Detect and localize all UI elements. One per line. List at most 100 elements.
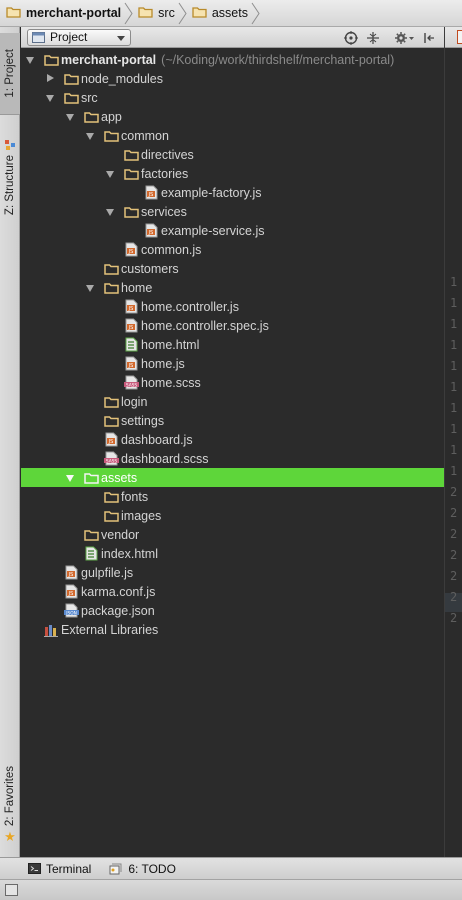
tree-item-label: example-service.js <box>161 223 265 238</box>
expanded-arrow-icon[interactable] <box>65 468 75 487</box>
js-file-icon: JS <box>63 565 79 581</box>
js-file-icon: JS <box>103 432 119 448</box>
tree-item-label: External Libraries <box>61 622 159 637</box>
folder-icon <box>63 71 79 87</box>
tree-item-label: home <box>121 280 153 295</box>
tree-row-example-service-js[interactable]: JS example-service.js <box>21 221 444 240</box>
tree-row-fonts[interactable]: fonts <box>21 487 444 506</box>
line-number: 1 <box>450 359 458 373</box>
line-number: 2 <box>450 527 458 541</box>
collapse-all-icon[interactable] <box>365 30 381 45</box>
todo-tool-button[interactable]: 6: TODO <box>105 858 180 880</box>
line-number: 2 <box>450 506 458 520</box>
tree-item-label: index.html <box>101 546 158 561</box>
tree-spacer <box>45 563 55 582</box>
svg-text:JS: JS <box>67 572 73 578</box>
tree-row-app[interactable]: app <box>21 107 444 126</box>
tree-item-label: gulpfile.js <box>81 565 134 580</box>
collapsed-arrow-icon[interactable] <box>45 69 55 88</box>
hide-panel-icon[interactable] <box>421 30 437 45</box>
toggle-tool-windows-icon[interactable] <box>5 884 18 896</box>
svg-text:JS: JS <box>147 230 153 236</box>
tree-row-gulpfile-js[interactable]: JS gulpfile.js <box>21 563 444 582</box>
tree-spacer <box>45 601 55 620</box>
expanded-arrow-icon[interactable] <box>25 50 35 69</box>
tree-item-label: common <box>121 128 169 143</box>
svg-text:JS: JS <box>127 325 133 331</box>
structure-icon <box>4 139 16 151</box>
tree-row-home-html[interactable]: home.html <box>21 335 444 354</box>
tree-item-label: example-factory.js <box>161 185 262 200</box>
tree-row-settings[interactable]: settings <box>21 411 444 430</box>
tree-row-services[interactable]: services <box>21 202 444 221</box>
expanded-arrow-icon[interactable] <box>105 202 115 221</box>
expanded-arrow-icon[interactable] <box>45 88 55 107</box>
tree-row-home[interactable]: home <box>21 278 444 297</box>
expanded-arrow-icon[interactable] <box>85 126 95 145</box>
project-tree[interactable]: merchant-portal(~/Koding/work/thirdshelf… <box>21 48 444 857</box>
html-file-icon <box>123 337 139 353</box>
terminal-label: Terminal <box>46 861 92 876</box>
tree-spacer <box>85 506 95 525</box>
tree-spacer <box>105 354 115 373</box>
expanded-arrow-icon[interactable] <box>85 278 95 297</box>
tree-item-label: customers <box>121 261 179 276</box>
tree-item-label: home.controller.spec.js <box>141 318 269 333</box>
tree-item-label: login <box>121 394 148 409</box>
project-view-select[interactable]: Project <box>27 28 131 46</box>
breadcrumb-separator-icon <box>124 0 134 27</box>
terminal-tool-button[interactable]: Terminal <box>24 858 95 880</box>
tree-row-node-modules[interactable]: node_modules <box>21 69 444 88</box>
line-number: 2 <box>450 548 458 562</box>
svg-text:JS: JS <box>127 363 133 369</box>
tree-row-directives[interactable]: directives <box>21 145 444 164</box>
gear-icon[interactable] <box>393 30 415 45</box>
html-file-icon <box>83 546 99 562</box>
tree-row-src[interactable]: src <box>21 88 444 107</box>
breadcrumb-item-src[interactable]: src <box>138 0 175 27</box>
breadcrumb-item-assets[interactable]: assets <box>192 0 248 27</box>
folder-icon <box>83 109 99 125</box>
scroll-from-source-icon[interactable] <box>343 30 359 45</box>
current-line-highlight <box>445 593 462 612</box>
star-icon: ★ <box>4 828 16 844</box>
structure-tool-tab-label: Z: Structure <box>4 154 16 216</box>
tree-row-vendor[interactable]: vendor <box>21 525 444 544</box>
tree-spacer <box>85 487 95 506</box>
tree-row-home-controller-spec-js[interactable]: JS home.controller.spec.js <box>21 316 444 335</box>
breadcrumb-item-merchant-portal[interactable]: merchant-portal <box>6 0 121 27</box>
tree-row-index-html[interactable]: index.html <box>21 544 444 563</box>
tree-row-login[interactable]: login <box>21 392 444 411</box>
structure-tool-tab[interactable]: Z: Structure <box>0 122 20 232</box>
tree-item-label: dashboard.scss <box>121 451 209 466</box>
favorites-tool-tab[interactable]: 2: Favorites ★ <box>0 757 20 852</box>
tree-row-assets[interactable]: assets <box>21 468 444 487</box>
folder-icon <box>43 52 59 68</box>
expanded-arrow-icon[interactable] <box>65 107 75 126</box>
editor-tab[interactable] <box>445 27 462 48</box>
tree-spacer <box>105 335 115 354</box>
folder-icon <box>83 470 99 486</box>
tree-row-customers[interactable]: customers <box>21 259 444 278</box>
expanded-arrow-icon[interactable] <box>105 164 115 183</box>
line-number: 1 <box>450 401 458 415</box>
tree-spacer <box>65 525 75 544</box>
folder-icon <box>123 204 139 220</box>
svg-text:JS: JS <box>127 249 133 255</box>
tree-row-images[interactable]: images <box>21 506 444 525</box>
tree-row-merchant-portal[interactable]: merchant-portal(~/Koding/work/thirdshelf… <box>21 50 444 69</box>
project-tool-tab[interactable]: 1: Project <box>0 33 20 115</box>
tree-row-factories[interactable]: factories <box>21 164 444 183</box>
tree-row-external-libraries[interactable]: External Libraries <box>21 620 444 639</box>
tree-row-common[interactable]: common <box>21 126 444 145</box>
